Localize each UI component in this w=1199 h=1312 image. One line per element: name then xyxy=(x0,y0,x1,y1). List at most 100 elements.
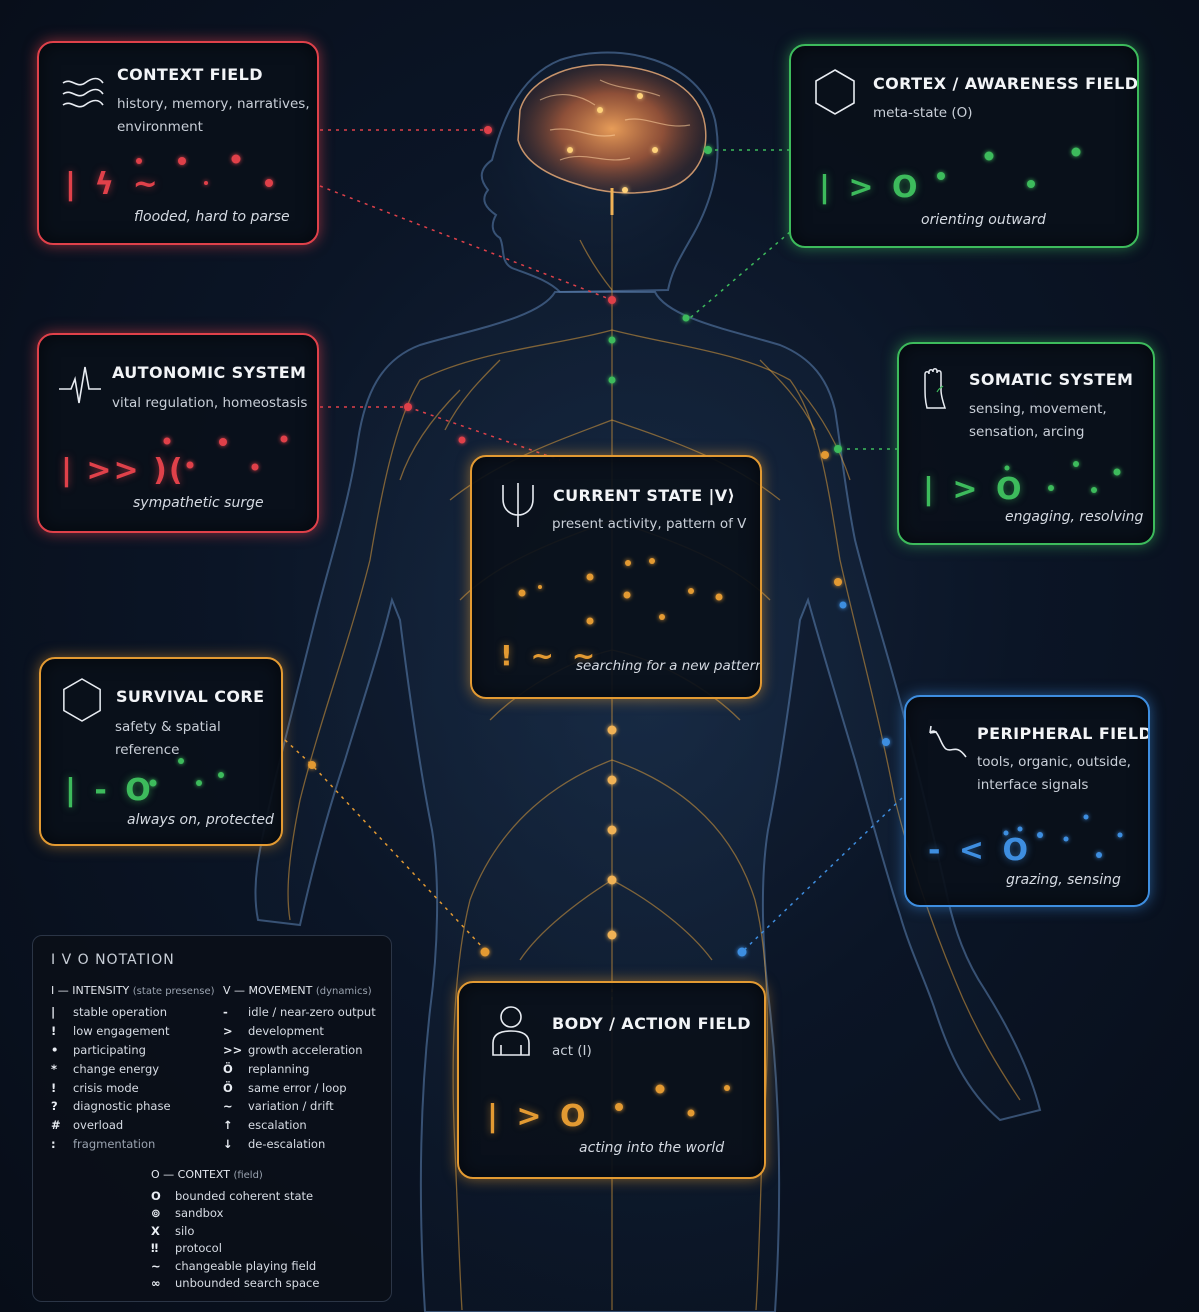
panel-subtitle: vital regulation, homeostasis xyxy=(112,392,307,415)
state-dots xyxy=(615,1084,730,1117)
panel-subtitle: sensing, movement, sensation, arcing xyxy=(969,398,1107,444)
notation-label: unbounded search space xyxy=(175,1276,320,1291)
notation-symbol: - xyxy=(223,1005,228,1020)
notation-row: ∞ unbounded search space xyxy=(151,1275,381,1293)
subtitle-line: tools, organic, outside, xyxy=(977,754,1131,770)
intensity-header: I — INTENSITY (state presense) xyxy=(51,984,221,997)
subtitle-line: environment xyxy=(117,119,203,135)
psi-icon xyxy=(502,483,534,527)
subtitle-line: meta-state (O) xyxy=(873,105,973,121)
state-dots xyxy=(1003,814,1123,858)
state-signature: | >> )( xyxy=(61,453,185,488)
state-signature: | ϟ ~ xyxy=(65,167,162,202)
current-state-panel: CURRENT STATE |V⟩ present activity, patt… xyxy=(470,455,762,699)
notation-label: de-escalation xyxy=(248,1136,326,1151)
notation-label: crisis mode xyxy=(73,1080,139,1095)
panel-title: CURRENT STATE |V⟩ xyxy=(553,486,736,505)
notation-row: :fragmentation xyxy=(51,1135,221,1154)
notation-symbol: • xyxy=(51,1042,59,1057)
notation-label: silo xyxy=(175,1223,195,1238)
state-dots xyxy=(163,435,288,471)
state-dots xyxy=(518,558,723,625)
state-signature: | > O xyxy=(487,1099,590,1134)
panel-subtitle: tools, organic, outside, interface signa… xyxy=(977,751,1131,797)
notation-symbol: ? xyxy=(51,1099,58,1114)
panel-title: AUTONOMIC SYSTEM xyxy=(112,363,307,382)
panel-note: orienting outward xyxy=(921,212,1046,228)
notation-row: - idle / near-zero output xyxy=(223,1003,388,1022)
context-header: O — CONTEXT (field) xyxy=(151,1168,381,1181)
context-field-panel: CONTEXT FIELD history, memory, narrative… xyxy=(37,41,319,245)
notation-symbol: ∞ xyxy=(151,1276,161,1291)
notation-symbol: > xyxy=(223,1024,233,1039)
notation-label: escalation xyxy=(248,1118,307,1133)
notation-row: ~variation / drift xyxy=(223,1097,388,1116)
panel-subtitle: safety & spatial reference xyxy=(115,716,281,762)
panel-note: always on, protected xyxy=(127,812,274,828)
panel-title: SURVIVAL CORE xyxy=(116,687,265,706)
notation-symbol: ! xyxy=(51,1024,57,1039)
notation-label: low engagement xyxy=(73,1024,170,1039)
state-dots xyxy=(149,758,224,787)
somatic-system-panel: SOMATIC SYSTEM sensing, movement, sensat… xyxy=(897,342,1155,545)
hexagon-icon xyxy=(815,69,855,115)
survival-core-panel: SURVIVAL CORE safety & spatial reference… xyxy=(39,657,283,846)
notation-symbol: ‼ xyxy=(151,1241,159,1256)
notation-label: changeable playing field xyxy=(175,1258,317,1273)
peripheral-field-panel: PERIPHERAL FIELD tools, organic, outside… xyxy=(904,695,1150,907)
context-header-text: O — CONTEXT xyxy=(151,1168,230,1181)
notation-label: growth acceleration xyxy=(248,1042,363,1057)
body-action-panel: BODY / ACTION FIELD act (I) | > O acting… xyxy=(457,981,766,1179)
intensity-column: I — INTENSITY (state presense) |stable o… xyxy=(51,984,221,1153)
hexagon-icon xyxy=(63,678,101,722)
heartbeat-icon xyxy=(59,366,101,404)
notation-label: sandbox xyxy=(175,1206,224,1221)
notation-symbol: ~ xyxy=(151,1258,161,1273)
notation-symbol: * xyxy=(51,1061,58,1076)
notation-label: development xyxy=(248,1024,324,1039)
context-header-note: (field) xyxy=(233,1170,263,1181)
ivo-notation-legend: I V O NOTATION I — INTENSITY (state pres… xyxy=(32,935,392,1302)
subtitle-line: act (I) xyxy=(552,1043,592,1059)
notation-label: idle / near-zero output xyxy=(248,1005,376,1020)
movement-header: V — MOVEMENT (dynamics) xyxy=(223,984,388,997)
hand-icon xyxy=(924,368,947,409)
panel-title: CONTEXT FIELD xyxy=(117,65,263,84)
notation-row: *change energy xyxy=(51,1059,221,1078)
notation-symbol: Ö xyxy=(223,1080,233,1095)
notation-label: bounded coherent state xyxy=(175,1188,314,1203)
notation-label: same error / loop xyxy=(248,1080,347,1095)
panel-note: flooded, hard to parse xyxy=(134,209,290,225)
state-dots xyxy=(1004,461,1121,493)
notation-label: participating xyxy=(73,1042,146,1057)
notation-label: diagnostic phase xyxy=(73,1099,171,1114)
movement-header-note: (dynamics) xyxy=(315,986,372,997)
notation-symbol: ~ xyxy=(223,1099,233,1114)
notation-symbol: ⊚ xyxy=(151,1206,161,1221)
panel-title: CORTEX / AWARENESS FIELD xyxy=(873,74,1139,93)
curve-arrow-icon xyxy=(929,725,967,758)
panel-note: sympathetic surge xyxy=(133,495,264,511)
panel-note: grazing, sensing xyxy=(1006,872,1121,888)
panel-subtitle: present activity, pattern of V xyxy=(552,513,746,536)
subtitle-line: vital regulation, homeostasis xyxy=(112,395,308,411)
subtitle-line: present activity, pattern of V xyxy=(552,516,747,532)
notation-row: > development xyxy=(223,1022,388,1041)
subtitle-line: history, memory, narratives, xyxy=(117,96,310,112)
brain xyxy=(517,63,707,215)
notation-symbol: ↑ xyxy=(223,1118,233,1133)
notation-row: >> growth acceleration xyxy=(223,1041,388,1060)
cortex-awareness-panel: CORTEX / AWARENESS FIELD meta-state (O) … xyxy=(789,44,1139,248)
notation-row: • participating xyxy=(51,1041,221,1060)
notation-symbol: O xyxy=(151,1188,161,1203)
notation-symbol: >> xyxy=(223,1042,243,1057)
panel-note: engaging, resolving xyxy=(1005,509,1144,525)
state-dots xyxy=(937,147,1081,188)
subtitle-line: sensation, arcing xyxy=(969,424,1085,440)
